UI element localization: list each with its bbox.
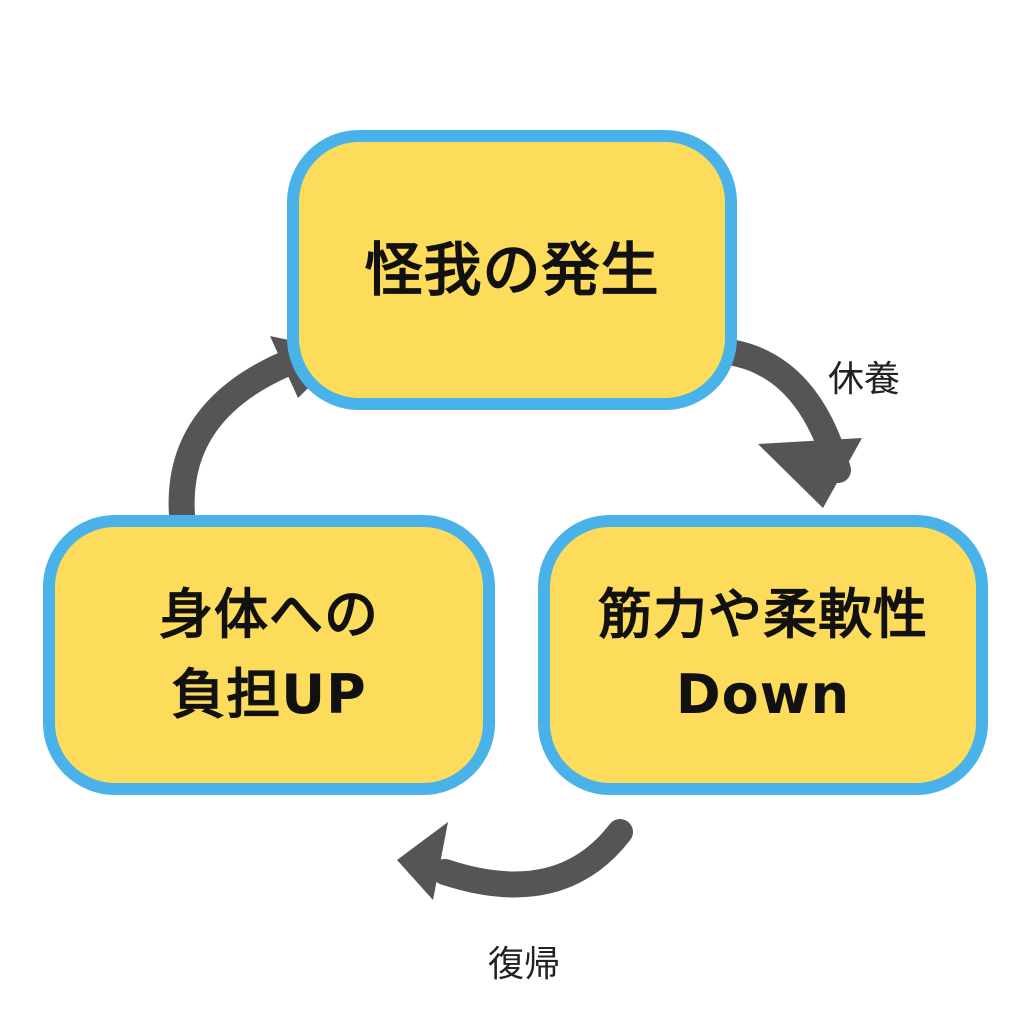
arrow-right-to-left: [397, 819, 633, 900]
node-strength-flexibility-down: 筋力や柔軟性 Down: [538, 515, 988, 795]
edge-label-return: 復帰: [488, 944, 561, 985]
node-body-load-line2: 負担UP: [171, 663, 367, 726]
node-body-load-up: 身体への 負担UP: [43, 515, 495, 795]
edge-label-rest: 休養: [828, 359, 901, 400]
node-strength-flexibility-line1: 筋力や柔軟性: [598, 583, 928, 646]
node-strength-flexibility-line2: Down: [675, 663, 851, 726]
node-body-load-line1: 身体への: [159, 583, 379, 646]
node-injury-occurrence: 怪我の発生: [287, 130, 737, 410]
node-injury-occurrence-text: 怪我の発生: [364, 236, 660, 304]
